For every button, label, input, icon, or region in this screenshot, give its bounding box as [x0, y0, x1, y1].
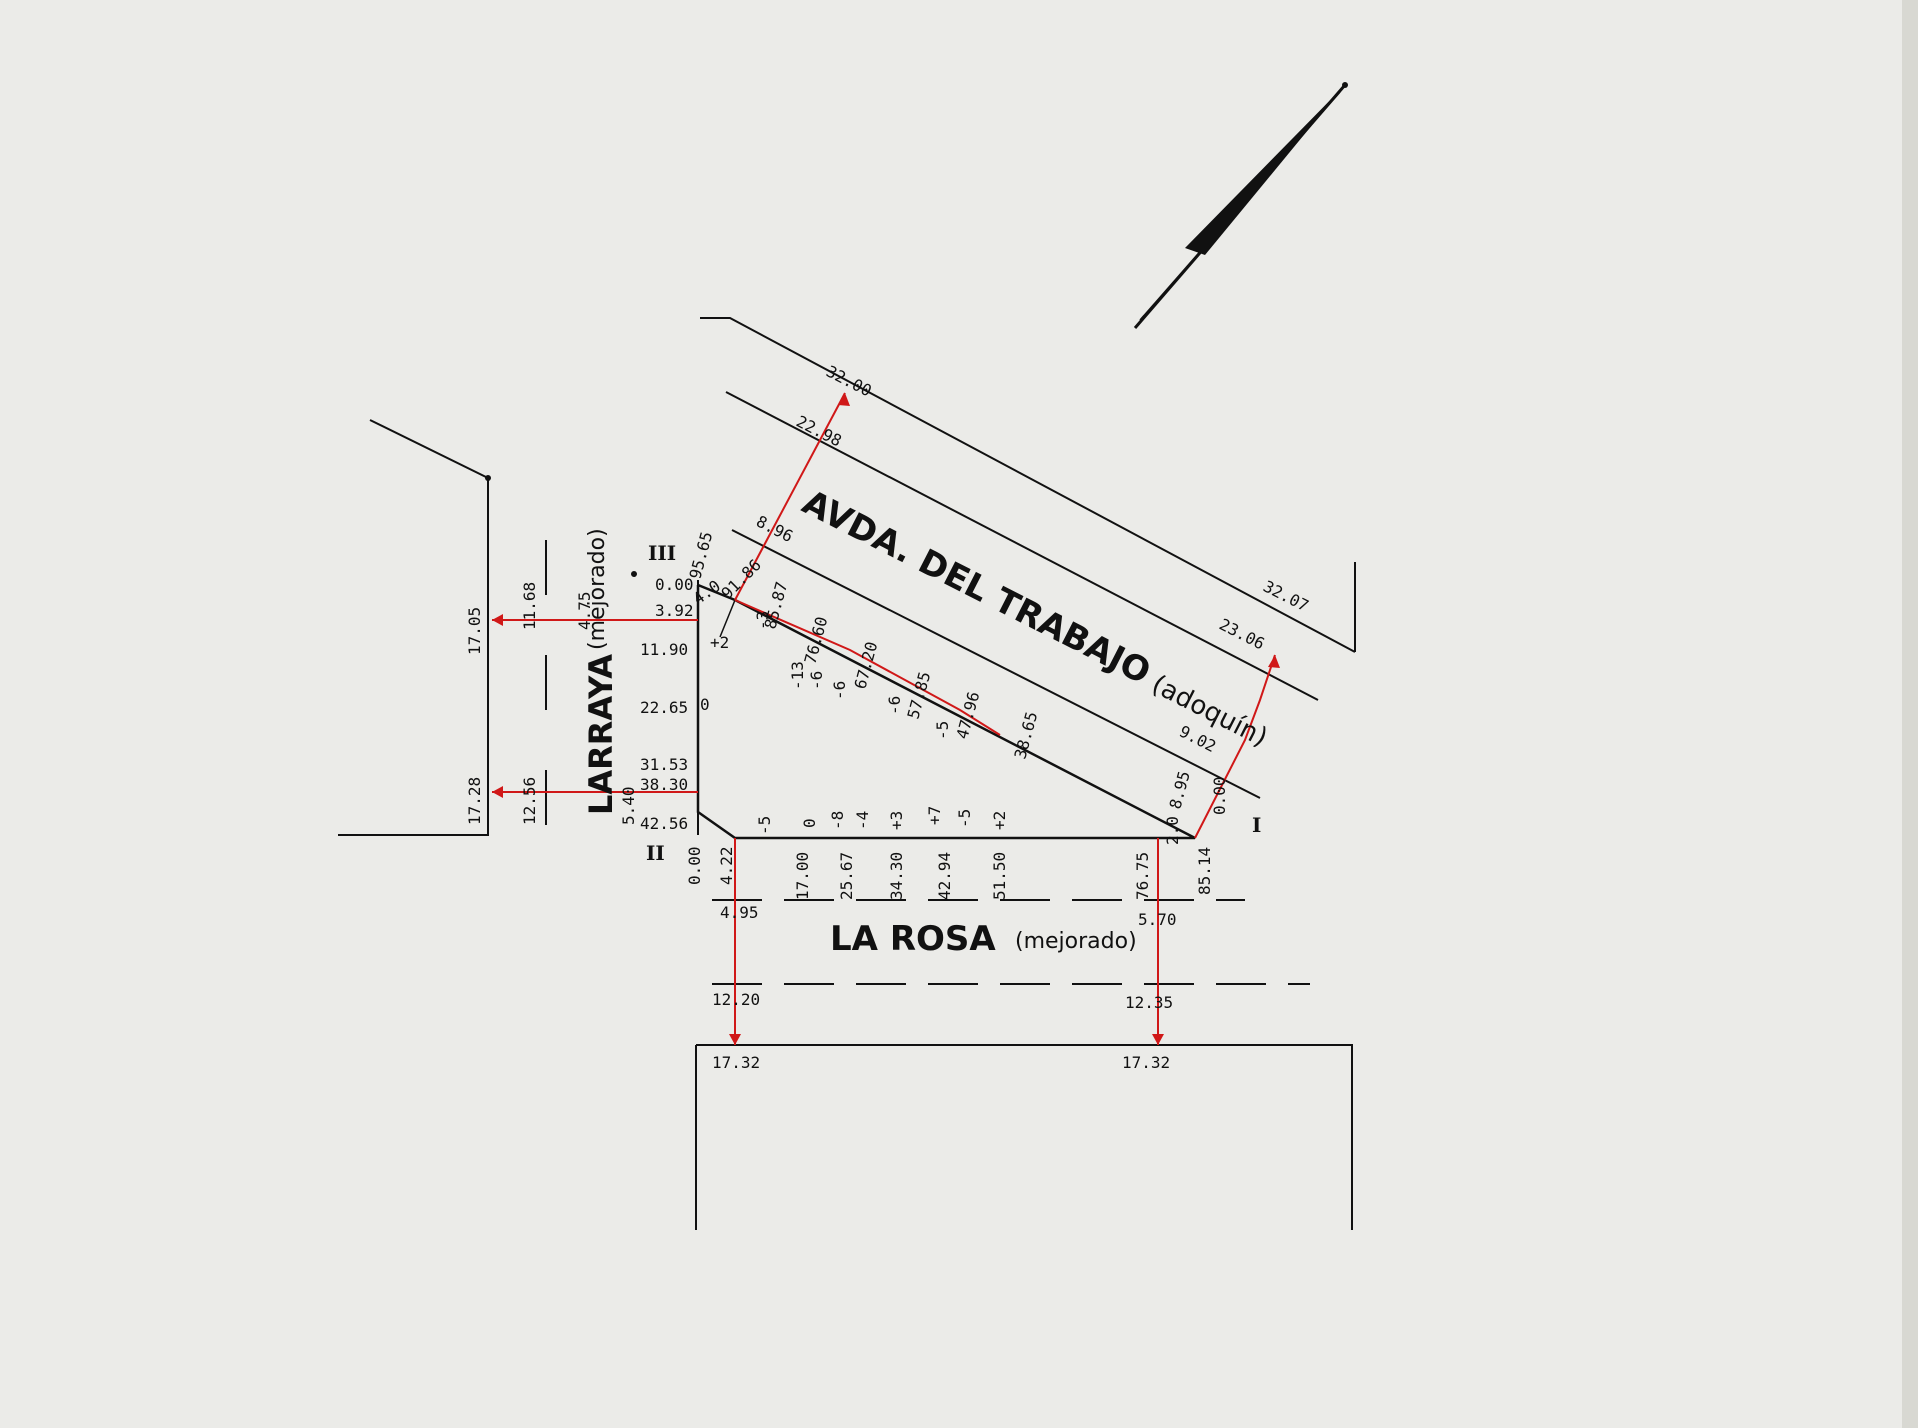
street-lines [338, 317, 1356, 1230]
h-off-p7: +7 [925, 806, 944, 825]
dim-12-56: 12.56 [520, 777, 539, 825]
h-76-75: 76.75 [1133, 852, 1152, 900]
dim-12-20: 12.20 [712, 990, 760, 1009]
prog-31-53: 31.53 [640, 755, 688, 774]
dim-12-35: 12.35 [1125, 993, 1173, 1012]
street-name-larraya: LARRAYA [582, 654, 620, 815]
prog-0-00: 0.00 [655, 575, 694, 594]
vertex-three: III [648, 541, 676, 565]
vertex-one: I [1252, 813, 1261, 837]
street-name-larosa: LA ROSA [830, 919, 996, 959]
street-note-larraya: (mejorado) [585, 528, 610, 650]
h-off-m4: -4 [853, 811, 872, 830]
north-arrow-icon [1133, 82, 1348, 329]
dim-17-32-right: 17.32 [1122, 1053, 1170, 1072]
lot-boundary [696, 583, 1196, 840]
prog-3-92: 3.92 [655, 601, 694, 620]
h-off-m5b: -5 [955, 809, 974, 828]
h-42-94: 42.94 [935, 852, 954, 900]
h-25-67: 25.67 [837, 852, 856, 900]
dim-5-40: 5.40 [619, 786, 638, 825]
street-note-larosa: (mejorado) [1015, 929, 1137, 954]
h-off-0: 0 [800, 818, 819, 828]
paper-right-edge [1902, 0, 1918, 1428]
dim-17-32-left: 17.32 [712, 1053, 760, 1072]
prog-22-65: 22.65 [640, 698, 688, 717]
offset-m3: -3 [753, 611, 772, 630]
prog-38-30: 38.30 [640, 775, 688, 794]
diag-0-00: 0.00 [1210, 776, 1229, 815]
h-34-30: 34.30 [887, 852, 906, 900]
h-2-0: 2.0 [1163, 816, 1182, 845]
h-off-m5: -5 [755, 816, 774, 835]
vertex-two: II [646, 841, 665, 865]
prog-42-56: 42.56 [640, 814, 688, 833]
h-off-p3: +3 [887, 811, 906, 830]
dim-5-70: 5.70 [1138, 910, 1177, 929]
offset-0: 0 [700, 695, 710, 714]
h-4-22: 4.22 [717, 846, 736, 885]
offset-m5: -5 [933, 721, 952, 740]
offset-m6a: -6 [807, 671, 826, 690]
offset-m13: -13 [788, 661, 807, 690]
dim-17-05: 17.05 [465, 607, 484, 655]
h-off-p2: +2 [990, 811, 1009, 830]
prog-11-90: 11.90 [640, 640, 688, 659]
h-0-00: 0.00 [685, 846, 704, 885]
red-measurements [492, 392, 1280, 1045]
dim-17-28: 17.28 [465, 777, 484, 825]
h-off-m8: -8 [828, 811, 847, 830]
offset-p2: +2 [710, 633, 729, 652]
h-17-00: 17.00 [793, 852, 812, 900]
dim-4-95: 4.95 [720, 903, 759, 922]
offset-m6b: -6 [830, 681, 849, 700]
h-85-14: 85.14 [1195, 847, 1214, 895]
offset-m6c: -6 [885, 696, 904, 715]
dim-11-68: 11.68 [520, 582, 539, 630]
dim-4-75: 4.75 [575, 591, 594, 630]
h-51-50: 51.50 [990, 852, 1009, 900]
